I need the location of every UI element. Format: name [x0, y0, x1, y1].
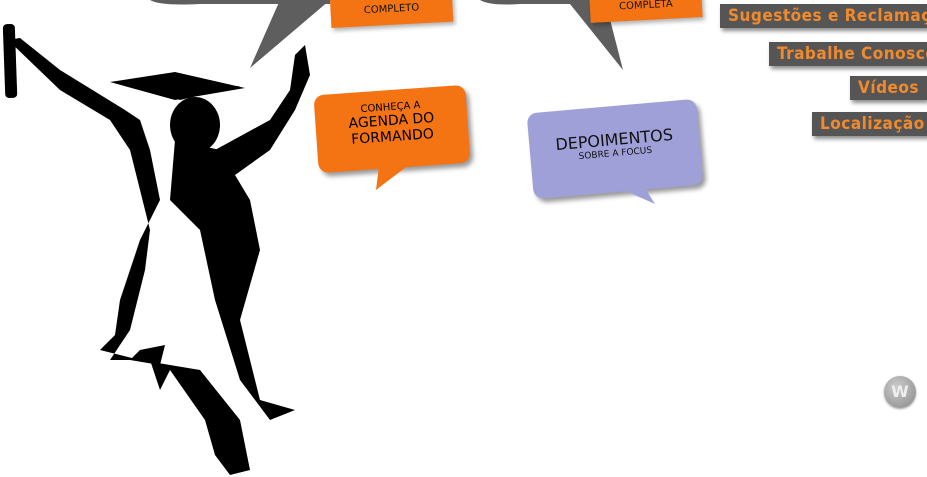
w-badge-icon[interactable]: W	[884, 376, 916, 408]
menu-trabalhe-conosco[interactable]: Trabalhe Conosco	[769, 42, 927, 66]
gray-bubble-right	[480, 0, 623, 70]
agenda-bubble-tail	[376, 158, 410, 190]
depoimentos-bubble-tail	[610, 180, 655, 204]
menu-videos[interactable]: Vídeos	[850, 76, 927, 100]
menu-localizacao[interactable]: Localização	[812, 112, 927, 136]
bubble-text: COMPLETA	[618, 0, 673, 13]
menu-sugestoes-reclamacoes[interactable]: Sugestões e Reclamações	[720, 4, 927, 28]
graduate-silhouette	[2, 23, 310, 475]
gray-bubble-left	[150, 0, 330, 5]
bubble-text: COMPLETO	[363, 2, 420, 17]
gray-bubble-left-tail	[150, 0, 330, 68]
